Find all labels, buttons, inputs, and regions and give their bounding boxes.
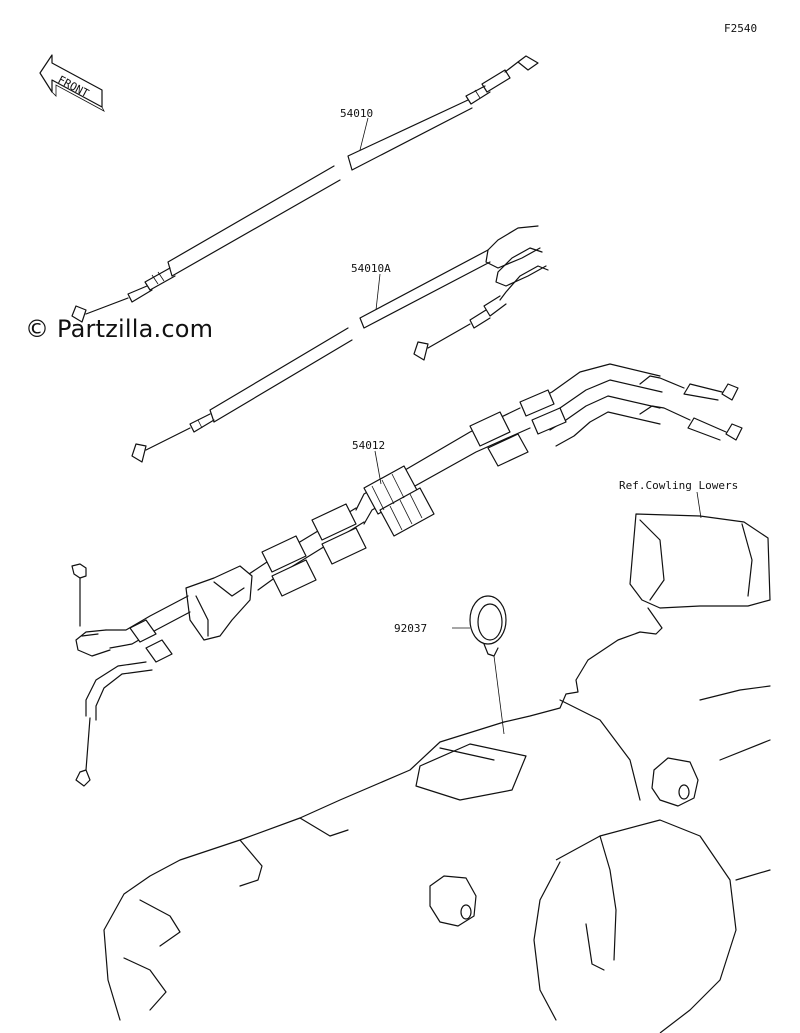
- callout-54012[interactable]: 54012: [352, 439, 385, 452]
- leader-54010: [359, 117, 369, 151]
- cowling-lowers: [103, 513, 771, 1033]
- callout-92037[interactable]: 92037: [394, 622, 427, 635]
- leader-54012: [374, 450, 382, 485]
- figure-code: F2540: [724, 22, 758, 35]
- throttle-cable-54010A[interactable]: [131, 225, 549, 463]
- clamp-92037[interactable]: [469, 595, 507, 735]
- leader-cowling: [696, 491, 702, 519]
- front-arrow-icon: FRONT: [39, 54, 105, 112]
- throttle-cable-54010[interactable]: [71, 55, 539, 323]
- callout-54010A[interactable]: 54010A: [351, 262, 391, 275]
- callout-cowling-lowers: Ref.Cowling Lowers: [619, 479, 738, 492]
- leader-54010A: [375, 273, 381, 311]
- callout-54010[interactable]: 54010: [340, 107, 373, 120]
- watermark: © Partzilla.com: [25, 315, 214, 343]
- throttle-cable-54012[interactable]: [71, 363, 743, 787]
